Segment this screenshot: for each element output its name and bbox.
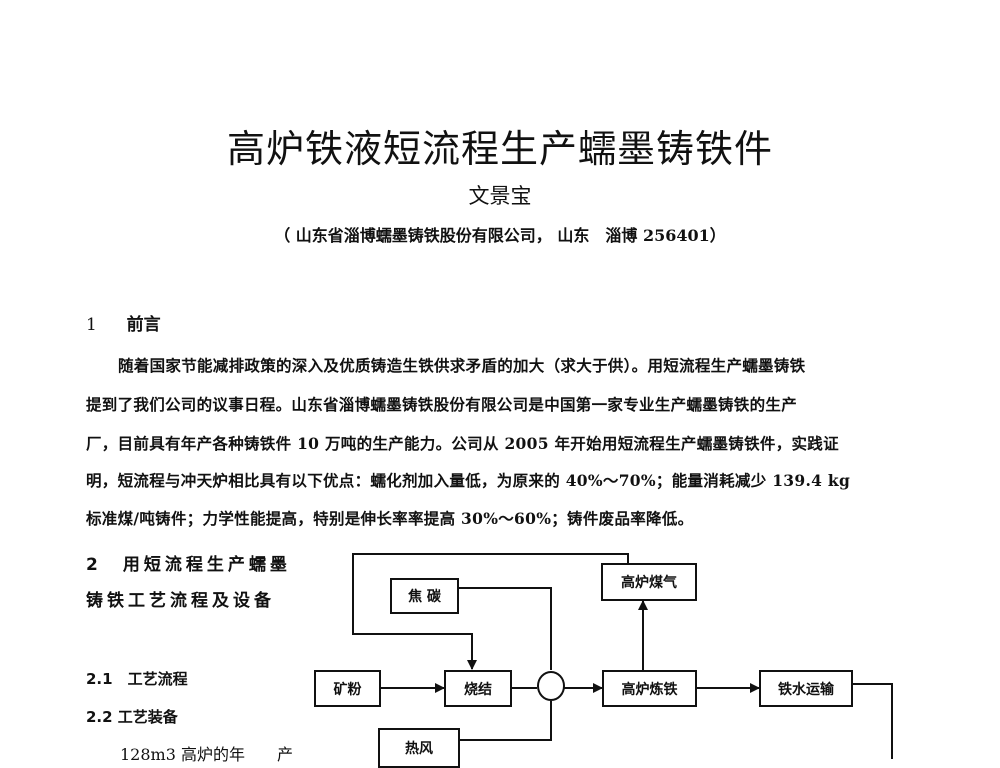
paper-title: 高炉铁液短流程生产蠕墨铸铁件 <box>226 127 773 171</box>
subsection-2-2: 2.2 工艺装备 <box>86 708 178 726</box>
coke-line <box>458 587 552 670</box>
node-sinter: 烧结 <box>444 670 512 707</box>
intro-line-3: 厂，目前具有年产各种铸铁件 10 万吨的生产能力。公司从 2005 年开始用短流… <box>86 434 839 453</box>
intro-line-2: 提到了我们公司的议事日程。山东省淄博蠕墨铸铁股份有限公司是中国第一家专业生产蠕墨… <box>86 395 798 414</box>
section-2-heading-line-2: 铸铁工艺流程及设备 <box>86 591 275 611</box>
section-2-heading-line-1: 2 用短流程生产蠕墨 <box>86 555 291 575</box>
mixing-node <box>537 671 565 701</box>
transport-out-line <box>852 683 893 759</box>
section-1-number: 1 <box>86 315 97 335</box>
subsection-2-1: 2.1 工艺流程 <box>86 670 188 688</box>
node-bf-ironmaking: 高炉炼铁 <box>602 670 697 707</box>
author-name: 文景宝 <box>468 184 532 208</box>
intro-line-1: 随着国家节能减排政策的深入及优质铸造生铁供求矛盾的加大（求大于供）。用短流程生产… <box>118 356 806 375</box>
node-iron-transport: 铁水运输 <box>759 670 853 707</box>
node-hot-blast: 热风 <box>378 728 460 768</box>
section-1-heading: 1 前言 <box>86 310 161 335</box>
hot-blast-line <box>459 701 552 741</box>
node-ore-powder: 矿粉 <box>314 670 381 707</box>
section-1-title: 前言 <box>126 315 161 335</box>
author-affiliation: （ 山东省淄博蠕墨铸铁股份有限公司， 山东 淄博 256401） <box>274 226 726 245</box>
node-bf-gas: 高炉煤气 <box>601 563 697 601</box>
intro-line-4: 明，短流程与冲天炉相比具有以下优点：蠕化剂加入量低，为原来的 40%～70%；能… <box>86 471 851 490</box>
node-coke: 焦 碳 <box>390 578 459 614</box>
intro-line-5: 标准煤/吨铸件；力学性能提高，特别是伸长率率提高 30%～60%；铸件废品率降低… <box>86 509 694 528</box>
gas-return-arrow <box>352 553 629 670</box>
